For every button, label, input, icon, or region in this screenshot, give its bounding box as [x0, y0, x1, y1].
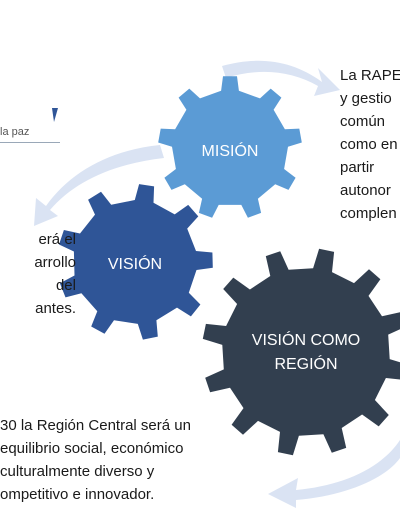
mision-line-7: complen	[340, 205, 397, 222]
gear-region-label-1: VISIÓN COMO	[252, 330, 360, 349]
mision-line-5: partir	[340, 159, 375, 176]
vision-text: erá el arrollo del antes.	[0, 228, 76, 328]
vision-line-3: del	[55, 277, 76, 294]
region-line-2: equilibrio social, económico	[0, 440, 184, 457]
mision-line-4: como en	[340, 136, 398, 153]
mision-line-6: autonor	[340, 182, 391, 199]
region-line-1: 30 la Región Central será un	[0, 417, 191, 434]
vision-line-2: arrollo	[34, 254, 76, 271]
mision-line-1: La RAPE	[340, 67, 400, 84]
region-line-4: ompetitivo e innovador.	[0, 486, 155, 503]
vision-line-4: antes.	[35, 300, 76, 317]
arrow-left	[34, 145, 164, 226]
gear-mision	[158, 76, 302, 218]
vision-line-1: erá el	[38, 231, 76, 248]
arrow-top	[222, 60, 340, 96]
logo-text: la paz	[0, 126, 30, 138]
logo-mark	[52, 108, 58, 122]
arrow-bottom	[268, 440, 400, 508]
gear-region	[202, 248, 400, 456]
gear-region-label-2: REGIÓN	[274, 354, 337, 373]
gear-vision-label: VISIÓN	[108, 254, 162, 273]
gear-mision-label: MISIÓN	[202, 141, 259, 160]
mision-line-3: común	[340, 113, 386, 130]
mision-line-2: y gestio	[340, 90, 392, 107]
gear-vision	[59, 184, 213, 340]
region-line-3: culturalmente diverso y	[0, 463, 155, 480]
logo-divider	[0, 142, 60, 143]
